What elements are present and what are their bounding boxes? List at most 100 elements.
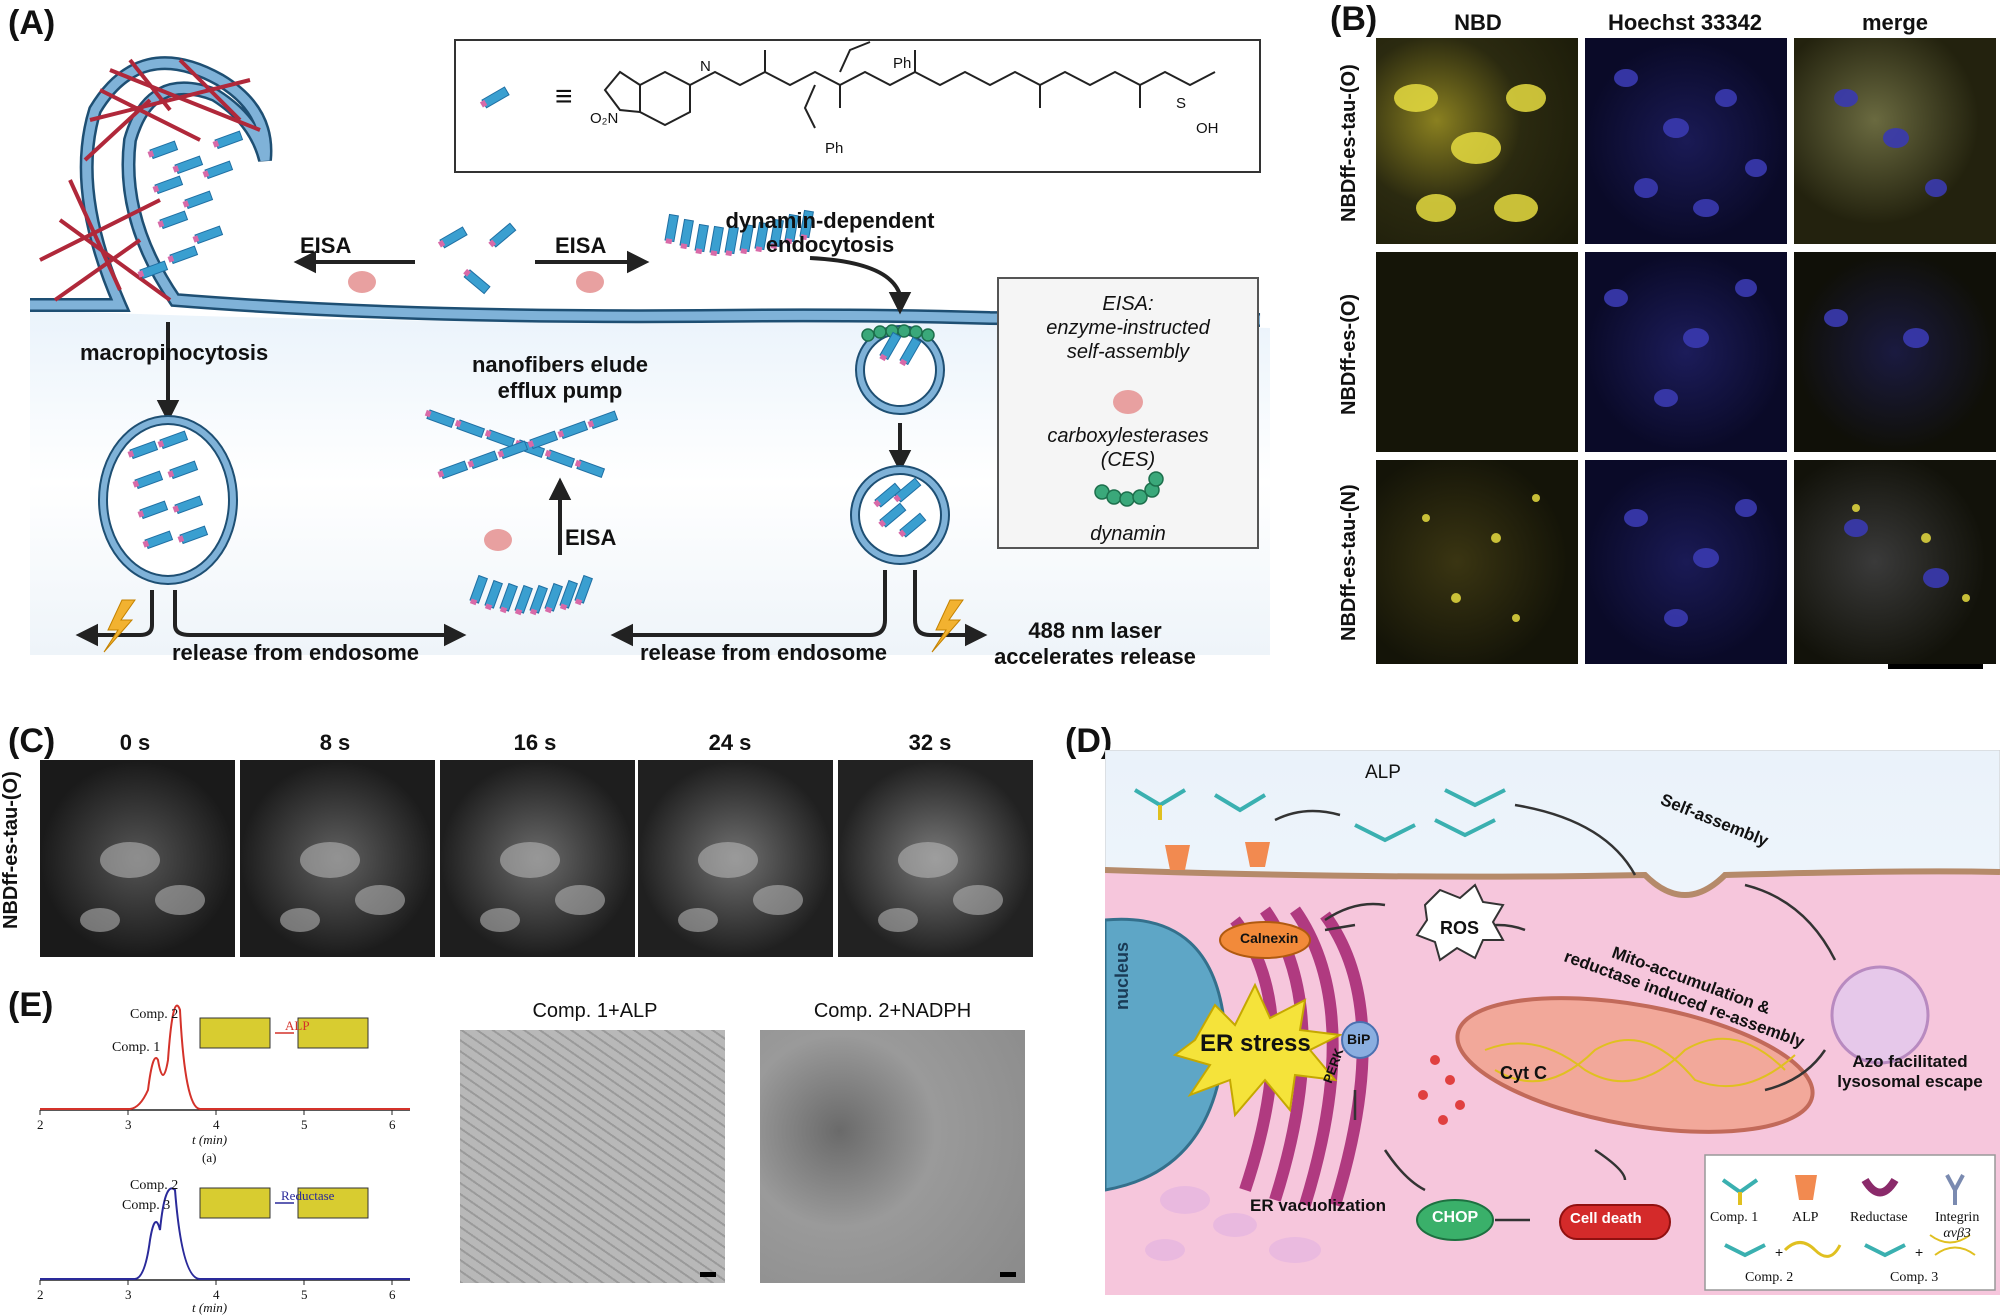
tem-image-2 bbox=[760, 1030, 1025, 1283]
e-tick-bot-3: 3 bbox=[125, 1287, 132, 1302]
e-tick-bot-4: 4 bbox=[213, 1287, 220, 1302]
chem-ph-top: Ph bbox=[893, 55, 912, 72]
row-label-3: NBDff-es-tau-(N) bbox=[1338, 484, 1360, 642]
alp-enzyme bbox=[1165, 845, 1190, 870]
e-tick-top-4: 4 bbox=[213, 1117, 220, 1132]
chemical-structure bbox=[603, 41, 1216, 129]
eisa-label-center: EISA bbox=[565, 525, 617, 550]
micrograph-merge-3 bbox=[1794, 460, 1996, 664]
row-label-2: NBDff-es-(O) bbox=[1338, 293, 1360, 415]
panel-a-diagram bbox=[30, 39, 1270, 655]
legend-comp2: Comp. 2 bbox=[1745, 1270, 1794, 1285]
time-label-0: 0 s bbox=[119, 730, 151, 755]
equivalence-sign: ≡ bbox=[555, 80, 573, 113]
e-top-peak-comp1: Comp. 1 bbox=[112, 1040, 161, 1055]
tem-scale-bar-1 bbox=[700, 1272, 716, 1277]
eisa-label-right: EISA bbox=[555, 233, 607, 258]
chromatogram-bottom bbox=[40, 1187, 410, 1280]
chem-s: S bbox=[1176, 95, 1187, 112]
tem-scale-bar-2 bbox=[1000, 1272, 1016, 1277]
bip-label: BiP bbox=[1347, 1031, 1371, 1047]
eisa-label-left: EISA bbox=[300, 233, 352, 258]
e-tick-top-3: 3 bbox=[125, 1117, 132, 1132]
time-label-32: 32 s bbox=[908, 730, 952, 755]
e-tick-top-5: 5 bbox=[301, 1117, 308, 1132]
tem-image-1 bbox=[460, 1030, 725, 1283]
chem-oh: OH bbox=[1196, 120, 1219, 137]
panel-b-cells bbox=[1394, 69, 1970, 627]
panel-label-e: (E) bbox=[8, 986, 54, 1024]
legend-plus-1: + bbox=[1775, 1244, 1784, 1260]
cell-membrane-d bbox=[1105, 867, 2000, 898]
cytc-label: Cyt C bbox=[1500, 1063, 1548, 1083]
legend-alp: ALP bbox=[1792, 1210, 1819, 1225]
panel-label-d: (D) bbox=[1065, 722, 1113, 760]
bip-node bbox=[1341, 1021, 1379, 1059]
micrograph-hoechst-3 bbox=[1585, 460, 1787, 664]
col-header-merge: merge bbox=[1861, 10, 1929, 35]
e-bot-enzyme: Reductase bbox=[281, 1188, 335, 1203]
release-endosome-left: release from endosome bbox=[172, 640, 419, 665]
legend-comp1: Comp. 1 bbox=[1710, 1210, 1759, 1225]
cell-death-node bbox=[1559, 1204, 1671, 1240]
alp-arrow-label: ALP bbox=[1365, 762, 1401, 783]
chem-nh: N bbox=[700, 58, 711, 75]
macropinocytosis-label: macropinocytosis bbox=[80, 340, 269, 365]
e-tick-top-2: 2 bbox=[37, 1117, 44, 1132]
scale-bar bbox=[1888, 664, 1983, 669]
legend-reductase: Reductase bbox=[1850, 1210, 1908, 1225]
panel-e-chromatograms bbox=[39, 1004, 410, 1285]
e-top-enzyme: ALP bbox=[285, 1018, 310, 1033]
time-label-8: 8 s bbox=[319, 730, 351, 755]
chop-node bbox=[1416, 1199, 1494, 1241]
calnexin-node bbox=[1219, 921, 1311, 959]
micrograph-nbd-3 bbox=[1376, 460, 1578, 664]
e-tick-bot-6: 6 bbox=[389, 1287, 396, 1302]
panel-d-diagram bbox=[1105, 750, 2000, 1295]
chem-no2: O₂N bbox=[590, 110, 619, 127]
comp1-molecules bbox=[1133, 788, 1506, 843]
col-header-nbd: NBD bbox=[1454, 10, 1502, 35]
calnexin-label: Calnexin bbox=[1240, 930, 1299, 946]
tem-title-2: Comp. 2+NADPH bbox=[813, 1000, 972, 1022]
ces-enzyme bbox=[484, 529, 512, 551]
eisa-legend-text: EISA: enzyme-instructed self-assembly ca… bbox=[1046, 293, 1210, 545]
mitochondrion bbox=[1455, 996, 1815, 1134]
micrograph-nbd-2 bbox=[1376, 252, 1578, 452]
legend-comp3: Comp. 3 bbox=[1890, 1270, 1939, 1285]
e-xlabel-bottom: t (min) bbox=[192, 1300, 228, 1315]
e-tick-bot-2: 2 bbox=[37, 1287, 44, 1302]
e-sub-a: (a) bbox=[202, 1150, 217, 1165]
panel-c-cells bbox=[80, 842, 1003, 932]
col-header-hoechst: Hoechst 33342 bbox=[1607, 10, 1763, 35]
e-xlabel-top: t (min) bbox=[192, 1132, 228, 1147]
chem-ph-bottom: Ph bbox=[825, 140, 844, 157]
lysosome bbox=[1830, 965, 1930, 1065]
ces-enzyme bbox=[576, 271, 604, 293]
nucleus-label: nucleus bbox=[1112, 941, 1132, 1010]
e-bot-peak-comp3: Comp. 3 bbox=[122, 1198, 171, 1213]
actin-filaments bbox=[39, 58, 261, 302]
e-tick-bot-5: 5 bbox=[301, 1287, 308, 1302]
legend-plus-2: + bbox=[1915, 1244, 1924, 1260]
er-vacuolization-label: ER vacuolization bbox=[1250, 1196, 1387, 1215]
e-bot-peak-comp2: Comp. 2 bbox=[130, 1178, 179, 1193]
release-endosome-right: release from endosome bbox=[640, 640, 887, 665]
panel-label-a: (A) bbox=[8, 4, 56, 42]
cytoplasm bbox=[30, 310, 1270, 655]
er-stress-burst bbox=[1172, 982, 1344, 1118]
row-label-1: NBDff-es-tau-(O) bbox=[1338, 64, 1360, 222]
panel-c-row-label: NBDff-es-tau-(O) bbox=[0, 771, 22, 929]
time-label-16: 16 s bbox=[513, 730, 557, 755]
e-tick-top-6: 6 bbox=[389, 1117, 396, 1132]
chemical-structure-box bbox=[454, 39, 1261, 173]
ces-enzyme bbox=[348, 271, 376, 293]
e-top-peak-comp2: Comp. 2 bbox=[130, 1007, 179, 1022]
er-stress-label: ER stress bbox=[1200, 1030, 1311, 1057]
time-label-24: 24 s bbox=[708, 730, 752, 755]
